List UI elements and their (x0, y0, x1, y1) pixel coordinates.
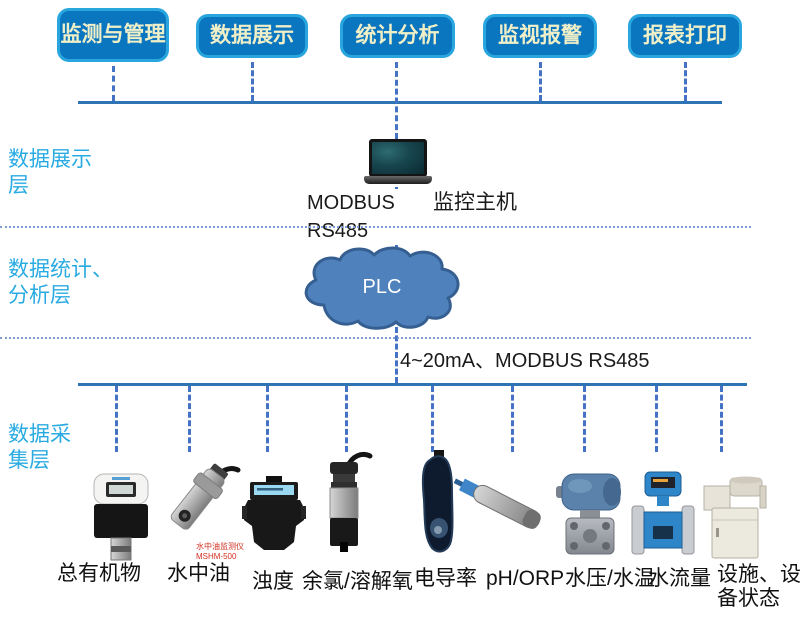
top-bus-line (78, 101, 722, 104)
label-toc: 总有机物 (57, 562, 141, 585)
box-report-print-label: 报表打印 (643, 23, 727, 47)
laptop-icon (364, 139, 432, 187)
label-chlorine-do: 余氯/溶解氧 (302, 570, 413, 593)
box-report-print: 报表打印 (628, 14, 742, 58)
host-label: 监控主机 (433, 191, 517, 214)
label-flow: 水流量 (648, 567, 711, 590)
separator-display-layer (0, 226, 751, 228)
toc-sensor-image (93, 473, 149, 561)
label-turbidity: 浊度 (252, 570, 294, 593)
oil-sensor-image (170, 463, 241, 530)
drop-flow (655, 386, 658, 452)
oil-sensor-caption: 水中油监测仪 MSHM-500 (196, 542, 244, 561)
turbidity-sensor-image (242, 476, 306, 550)
drop-chlorine (345, 386, 348, 452)
host-protocol-label: MODBUS RS485 (307, 189, 402, 245)
drop-turbidity (266, 386, 269, 452)
flow-meter-image (631, 471, 695, 555)
box-monitor-manage: 监测与管理 (57, 8, 169, 62)
box-statistics: 统计分析 (340, 14, 455, 58)
drop-oil (188, 386, 191, 452)
label-facility-status: 设施、设备状态 (717, 563, 800, 611)
separator-analysis-layer (0, 337, 751, 339)
drop-pressure (583, 386, 586, 452)
field-bus-line (78, 383, 747, 386)
label-conductivity: 电导率 (414, 567, 477, 590)
label-ph-orp: pH/ORP (486, 567, 565, 590)
trunk-dash-1 (395, 62, 398, 139)
connector-box2 (251, 62, 254, 101)
plc-cloud: PLC (304, 246, 460, 330)
label-pressure-temp: 水压/水温 (565, 567, 655, 590)
layer-label-collection: 数据采集层 (8, 423, 71, 473)
conductivity-sensor-image (421, 450, 454, 553)
connector-box4 (539, 62, 542, 101)
facility-cabinet-image (703, 476, 767, 559)
drop-conductivity (431, 386, 434, 452)
label-oil: 水中油 (167, 562, 230, 585)
connector-box1 (112, 66, 115, 101)
box-alarm-label: 监视报警 (498, 23, 582, 47)
trunk-dash-3 (395, 327, 398, 383)
plc-label: PLC (363, 276, 402, 298)
field-bus-label: 4~20mA、MODBUS RS485 (400, 350, 650, 372)
chlorine-do-sensor-image (329, 451, 373, 552)
connector-box5 (684, 62, 687, 101)
box-alarm: 监视报警 (483, 14, 597, 58)
box-statistics-label: 统计分析 (355, 23, 440, 47)
drop-toc (115, 386, 118, 452)
layer-label-display: 数据展示层 (8, 148, 92, 198)
box-data-display-label: 数据展示 (210, 23, 294, 47)
drop-ph (511, 386, 514, 452)
layer-label-analysis: 数据统计、分析层 (8, 258, 113, 308)
box-data-display: 数据展示 (196, 14, 308, 58)
ph-orp-sensor-image (453, 478, 541, 529)
drop-facility (720, 386, 723, 452)
box-monitor-manage-label: 监测与管理 (60, 22, 166, 46)
pressure-sensor-image (556, 473, 621, 555)
